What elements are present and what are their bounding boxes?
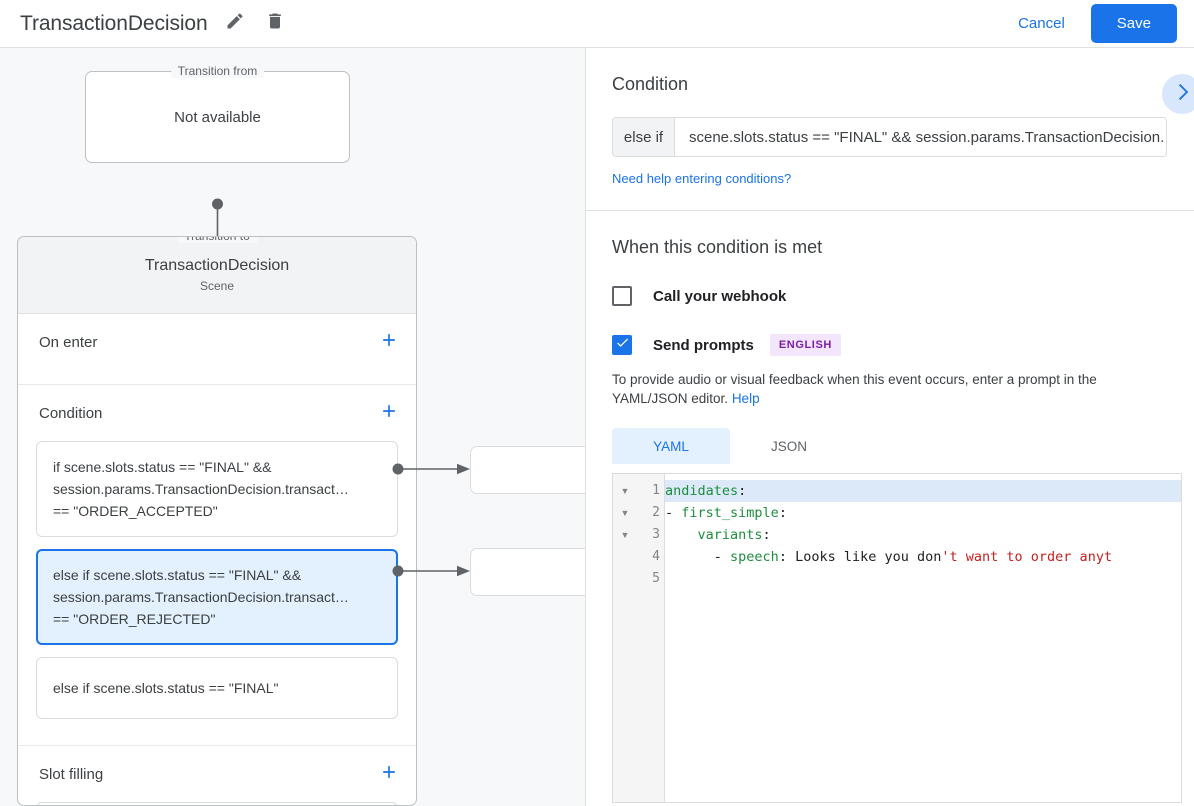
fold-toggle-icon[interactable]: ▼: [620, 530, 630, 540]
add-slot-filling-button[interactable]: [376, 761, 402, 787]
send-prompts-label: Send prompts: [653, 336, 754, 354]
check-icon: [615, 335, 630, 355]
editor-line: variants:: [665, 524, 1181, 546]
met-title: When this condition is met: [612, 237, 823, 257]
slot-filling-header: Slot filling: [18, 746, 416, 802]
line-number: 5: [652, 571, 660, 586]
add-on-enter-button[interactable]: [376, 329, 402, 355]
code-token: speech: [730, 549, 779, 565]
condition-input-row: else if: [612, 117, 1167, 157]
line-number: 3: [652, 527, 660, 542]
call-webhook-label: Call your webhook: [653, 287, 787, 305]
plus-icon: [379, 330, 399, 355]
page-title: TransactionDecision: [20, 11, 208, 35]
scene-header: TransactionDecision Scene: [18, 237, 416, 314]
code-token: variants: [697, 527, 763, 543]
plus-icon: [379, 762, 399, 787]
condition-card-final[interactable]: else if scene.slots.status == "FINAL": [36, 657, 398, 719]
slot-validation-card[interactable]: Slot validation: [36, 802, 398, 805]
editor-line: - speech: Looks like you don't want to o…: [665, 546, 1181, 568]
code-token: :: [738, 483, 747, 499]
condition-header: Condition: [18, 385, 416, 441]
language-badge: ENGLISH: [769, 334, 841, 356]
on-enter-header: On enter: [18, 314, 416, 370]
code-token: andidates: [665, 483, 739, 499]
transition-from-value: Not available: [174, 108, 261, 126]
call-webhook-checkbox[interactable]: [612, 286, 632, 306]
editor-line: - first_simple:: [665, 502, 1181, 524]
scene-graph-panel: Transition from Not available Transition…: [0, 48, 585, 806]
transition-to-box: Transition to TransactionDecision Scene …: [17, 236, 417, 806]
tab-yaml[interactable]: YAML: [612, 428, 730, 464]
app-header: TransactionDecision Cancel Save: [0, 0, 1194, 48]
transition-from-legend: Transition from: [170, 64, 265, 78]
expand-panel-button[interactable]: [1162, 74, 1194, 114]
chevron-right-icon: [1171, 81, 1193, 108]
condition-section: Condition else if Need help entering con…: [586, 48, 1194, 211]
webhook-row: Call your webhook: [612, 286, 1168, 306]
transition-to-legend: Transition to: [177, 237, 257, 243]
condition-title: Condition: [39, 404, 103, 422]
condition-expression-input[interactable]: [675, 118, 1166, 156]
code-token: first_simple: [681, 505, 779, 521]
transition-from-box: Transition from Not available: [85, 64, 350, 163]
scene-name: TransactionDecision: [144, 257, 290, 274]
need-help-link[interactable]: Need help entering conditions?: [612, 171, 792, 186]
line-number: 1: [652, 483, 660, 498]
editor-line-numbers: 1 2 3 4 5: [637, 474, 665, 802]
pencil-icon: [225, 11, 245, 36]
edit-name-button[interactable]: [218, 7, 252, 41]
on-enter-title: On enter: [39, 333, 98, 351]
editor-fold-column[interactable]: ▼ ▼ ▼: [613, 474, 637, 802]
code-token: [665, 527, 698, 543]
editor-line: [665, 568, 1181, 590]
fold-spacer: [613, 568, 637, 590]
code-token: :: [778, 505, 787, 521]
prompts-description-text: To provide audio or visual feedback when…: [612, 372, 1097, 406]
slot-filling-title: Slot filling: [39, 765, 104, 783]
line-number: 4: [652, 549, 660, 564]
fold-spacer: [613, 546, 637, 568]
code-token: 't want to order anyt: [941, 549, 1113, 565]
send-prompts-checkbox[interactable]: [612, 335, 632, 355]
save-button[interactable]: Save: [1090, 4, 1177, 43]
code-token: -: [665, 505, 682, 521]
code-token: -: [665, 549, 731, 565]
scene-type: Scene: [199, 279, 235, 293]
editor-format-tabs: YAML JSON: [612, 428, 1168, 464]
condition-prefix: else if: [613, 118, 675, 156]
target-card-accepted[interactable]: [470, 446, 585, 494]
detail-title: Condition: [612, 74, 689, 94]
trash-icon: [265, 11, 285, 36]
plus-icon: [379, 401, 399, 426]
cancel-button[interactable]: Cancel: [1004, 6, 1079, 41]
editor-line: andidates:: [665, 480, 1181, 502]
section-on-enter: On enter: [18, 314, 416, 385]
fold-toggle-icon[interactable]: ▼: [620, 486, 630, 496]
code-token: :: [778, 549, 796, 565]
code-token: :: [762, 527, 771, 543]
condition-card-rejected[interactable]: else if scene.slots.status == "FINAL" &&…: [36, 549, 398, 645]
delete-button[interactable]: [258, 7, 292, 41]
send-prompts-row: Send prompts ENGLISH: [612, 334, 1168, 356]
editor-code-area[interactable]: andidates:- first_simple: variants: - sp…: [665, 474, 1181, 802]
fold-toggle-icon[interactable]: ▼: [620, 508, 630, 518]
prompts-description: To provide audio or visual feedback when…: [612, 370, 1165, 408]
section-slot-filling: Slot filling Slot validation: [18, 746, 416, 805]
code-token: Looks like you don: [795, 549, 942, 565]
condition-detail-panel: Condition else if Need help entering con…: [586, 48, 1194, 806]
line-number: 2: [652, 505, 660, 520]
add-condition-button[interactable]: [376, 400, 402, 426]
section-condition: Condition if scene.slots.status == "FINA…: [18, 385, 416, 746]
panel-divider: [585, 48, 586, 806]
tab-json[interactable]: JSON: [770, 438, 807, 454]
condition-card-accepted[interactable]: if scene.slots.status == "FINAL" && sess…: [36, 441, 398, 537]
target-card-rejected[interactable]: [470, 548, 585, 596]
help-link[interactable]: Help: [731, 391, 760, 406]
when-condition-met-section: When this condition is met Call your web…: [586, 211, 1194, 803]
